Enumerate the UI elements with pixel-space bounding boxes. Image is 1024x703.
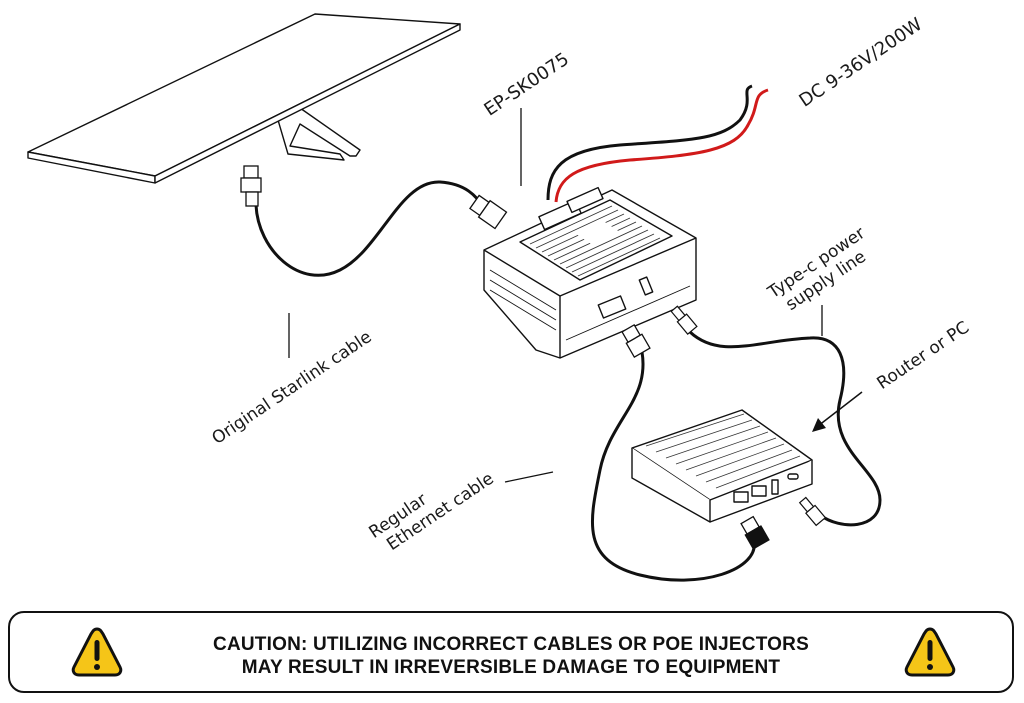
ep-sk0075-device: [483, 186, 697, 359]
warning-triangle-icon: [904, 627, 956, 677]
caution-banner: CAUTION: UTILIZING INCORRECT CABLES OR P…: [8, 611, 1014, 693]
router-pointer-arrow: [812, 391, 863, 432]
ethernet-pointer-line: [504, 471, 554, 483]
dc-power-wires: [546, 84, 769, 203]
warning-triangle-icon: [71, 627, 123, 677]
ethernet-cable: [590, 323, 770, 582]
caution-line-1: CAUTION: UTILIZING INCORRECT CABLES OR P…: [213, 634, 809, 655]
caution-message: CAUTION: UTILIZING INCORRECT CABLES OR P…: [10, 633, 1012, 679]
router-device: [631, 409, 813, 523]
starlink-dish: [27, 13, 461, 184]
starlink-cable: [240, 165, 508, 277]
caution-line-2: MAY RESULT IN IRREVERSIBLE DAMAGE TO EQU…: [241, 657, 781, 678]
typec-power-cable: [670, 305, 882, 527]
